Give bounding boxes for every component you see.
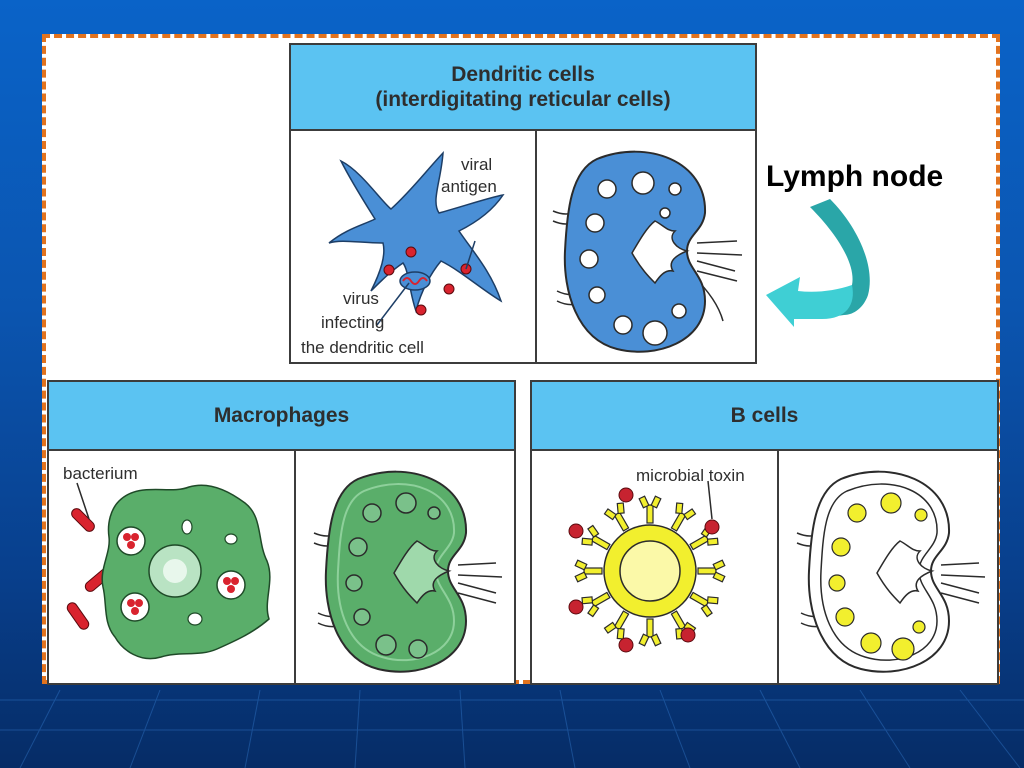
label-viral: viral bbox=[461, 155, 493, 174]
label-infecting: infecting bbox=[321, 313, 385, 332]
lymph-node-macrophages bbox=[313, 470, 503, 673]
label-bacterium: bacterium bbox=[63, 464, 138, 483]
panel-divider bbox=[294, 449, 296, 683]
label-microbial-toxin: microbial toxin bbox=[636, 466, 745, 485]
panel-divider bbox=[535, 129, 537, 362]
lymph-node-label: Lymph node bbox=[766, 160, 944, 193]
curved-arrow bbox=[766, 199, 870, 327]
microbial-toxins bbox=[568, 487, 720, 653]
lymph-node-dendritic bbox=[552, 150, 743, 353]
b-cell-illustration bbox=[568, 480, 726, 653]
macrophage-illustration bbox=[66, 482, 271, 660]
b-cells-panel: B cells microbial toxin bbox=[530, 380, 999, 685]
virus-in-cell bbox=[399, 271, 431, 291]
macrophages-panel: Macrophages bacterium bbox=[47, 380, 516, 685]
label-the-dendritic-cell: the dendritic cell bbox=[301, 338, 424, 357]
dendritic-cells-title: Dendritic cells (interdigitating reticul… bbox=[291, 45, 755, 131]
b-cells-title: B cells bbox=[532, 382, 997, 451]
dendritic-cell-body bbox=[328, 150, 505, 314]
b-cell-nucleus bbox=[619, 540, 681, 602]
macrophages-title: Macrophages bbox=[49, 382, 514, 451]
label-virus: virus bbox=[343, 289, 379, 308]
dendritic-cells-panel: Dendritic cells (interdigitating reticul… bbox=[289, 43, 757, 364]
label-antigen: antigen bbox=[441, 177, 497, 196]
dendritic-cell-illustration bbox=[328, 150, 505, 326]
viral-antigen-dots bbox=[383, 246, 472, 316]
panel-divider bbox=[777, 449, 779, 683]
b-cell-receptors bbox=[574, 495, 726, 647]
lymph-node-b-cells bbox=[796, 470, 986, 673]
